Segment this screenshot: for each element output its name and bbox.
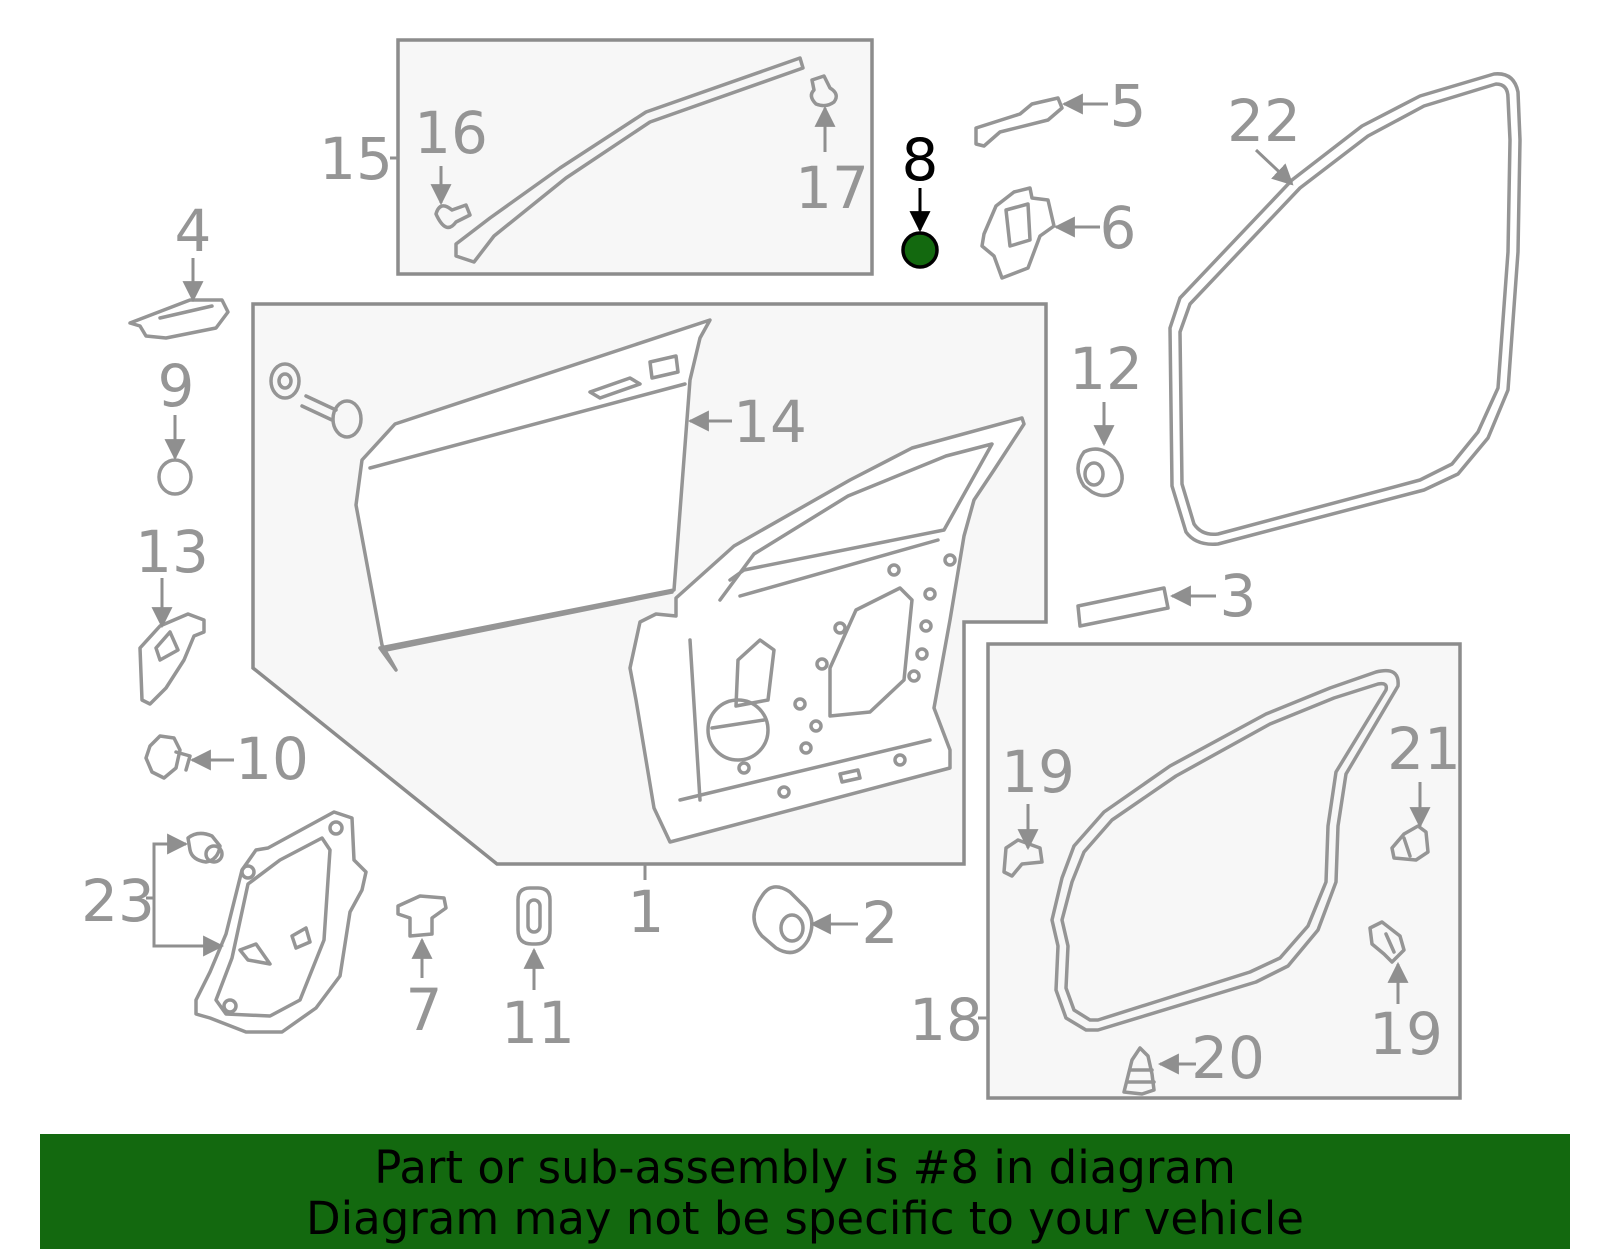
part-15-moulding [454, 56, 805, 264]
part-7-clip [396, 894, 448, 938]
part-17-clip [809, 74, 838, 108]
part-5-bracket [974, 96, 1064, 148]
part-2-bumper [752, 885, 814, 955]
callout-7: 7 [406, 976, 443, 1044]
part-1-door-shell [628, 416, 1026, 844]
part-23-regulator [186, 810, 368, 1034]
part-screw-washer [269, 362, 363, 439]
callout-20: 20 [1191, 1024, 1265, 1092]
callout-14: 14 [733, 388, 807, 456]
callout-15: 15 [319, 125, 393, 193]
group-box-15 [396, 38, 874, 276]
callout-5: 5 [1110, 72, 1147, 140]
callout-18: 18 [909, 986, 983, 1054]
part-12-bushing [1076, 447, 1124, 498]
part-3-pad [1076, 586, 1170, 628]
part-4-bracket [128, 298, 230, 340]
callout-6: 6 [1100, 194, 1137, 262]
callout-13: 13 [135, 518, 209, 586]
callout-2: 2 [862, 889, 899, 957]
callout-11: 11 [501, 989, 575, 1057]
part-18-weatherstrip [1050, 668, 1400, 1032]
part-22-weatherstrip [1168, 72, 1522, 546]
callout-10: 10 [235, 725, 309, 793]
callout-17: 17 [795, 154, 869, 222]
banner-line-2: Diagram may not be specific to your vehi… [306, 1192, 1304, 1245]
part-8-highlighted[interactable] [901, 231, 939, 269]
callout-19-left: 19 [1001, 738, 1075, 806]
callout-23: 23 [81, 867, 155, 935]
callout-21: 21 [1387, 715, 1461, 783]
part-16-clip [434, 203, 472, 230]
part-20-clip [1122, 1046, 1156, 1096]
callout-1: 1 [628, 878, 665, 946]
group-box-18 [986, 642, 1462, 1100]
callout-8: 8 [902, 126, 939, 194]
callout-4: 4 [175, 197, 212, 265]
callout-9: 9 [158, 352, 195, 420]
part-21-clip [1390, 824, 1430, 862]
info-banner: Part or sub-assembly is #8 in diagram Di… [40, 1134, 1570, 1249]
banner-line-1: Part or sub-assembly is #8 in diagram [374, 1141, 1236, 1194]
callout-22: 22 [1227, 87, 1301, 155]
part-6-bracket [980, 186, 1056, 280]
callout-12: 12 [1069, 335, 1143, 403]
part-13-bracket [138, 612, 206, 706]
part-14-outer-panel [354, 318, 712, 672]
part-19-clip-right [1368, 920, 1406, 964]
part-11-seal [516, 886, 552, 946]
part-9-ring [157, 458, 193, 496]
callout-3: 3 [1220, 562, 1257, 630]
part-10-clip [144, 734, 192, 780]
callout-16: 16 [414, 99, 488, 167]
callout-19-right: 19 [1369, 1000, 1443, 1068]
